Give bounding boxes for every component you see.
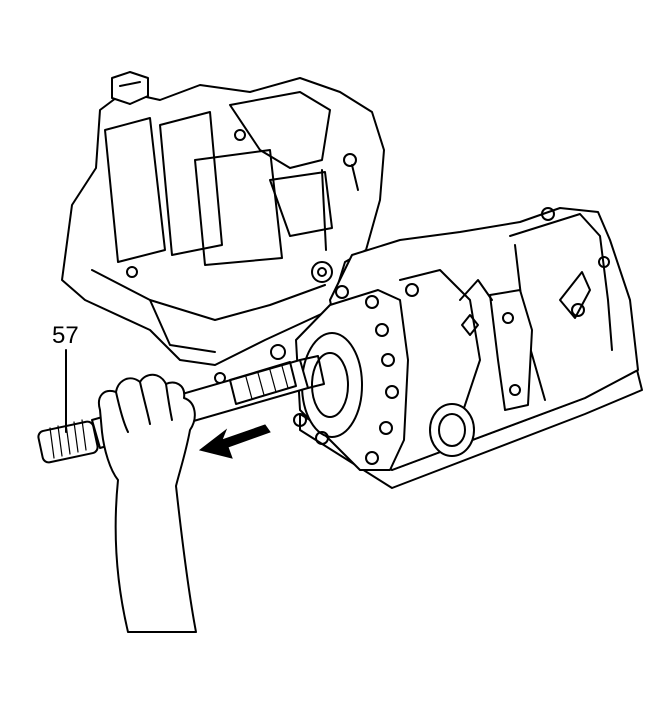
hand-icon — [98, 373, 197, 633]
transmission-case — [61, 71, 643, 489]
callout-label-57: 57 — [52, 322, 79, 349]
direction-arrow-icon — [198, 424, 271, 459]
output-seal — [429, 403, 475, 457]
case-bolts — [126, 129, 419, 465]
tool-knurled-handle — [37, 419, 99, 464]
sensor-connector — [111, 71, 149, 105]
mount-bracket — [489, 289, 533, 411]
